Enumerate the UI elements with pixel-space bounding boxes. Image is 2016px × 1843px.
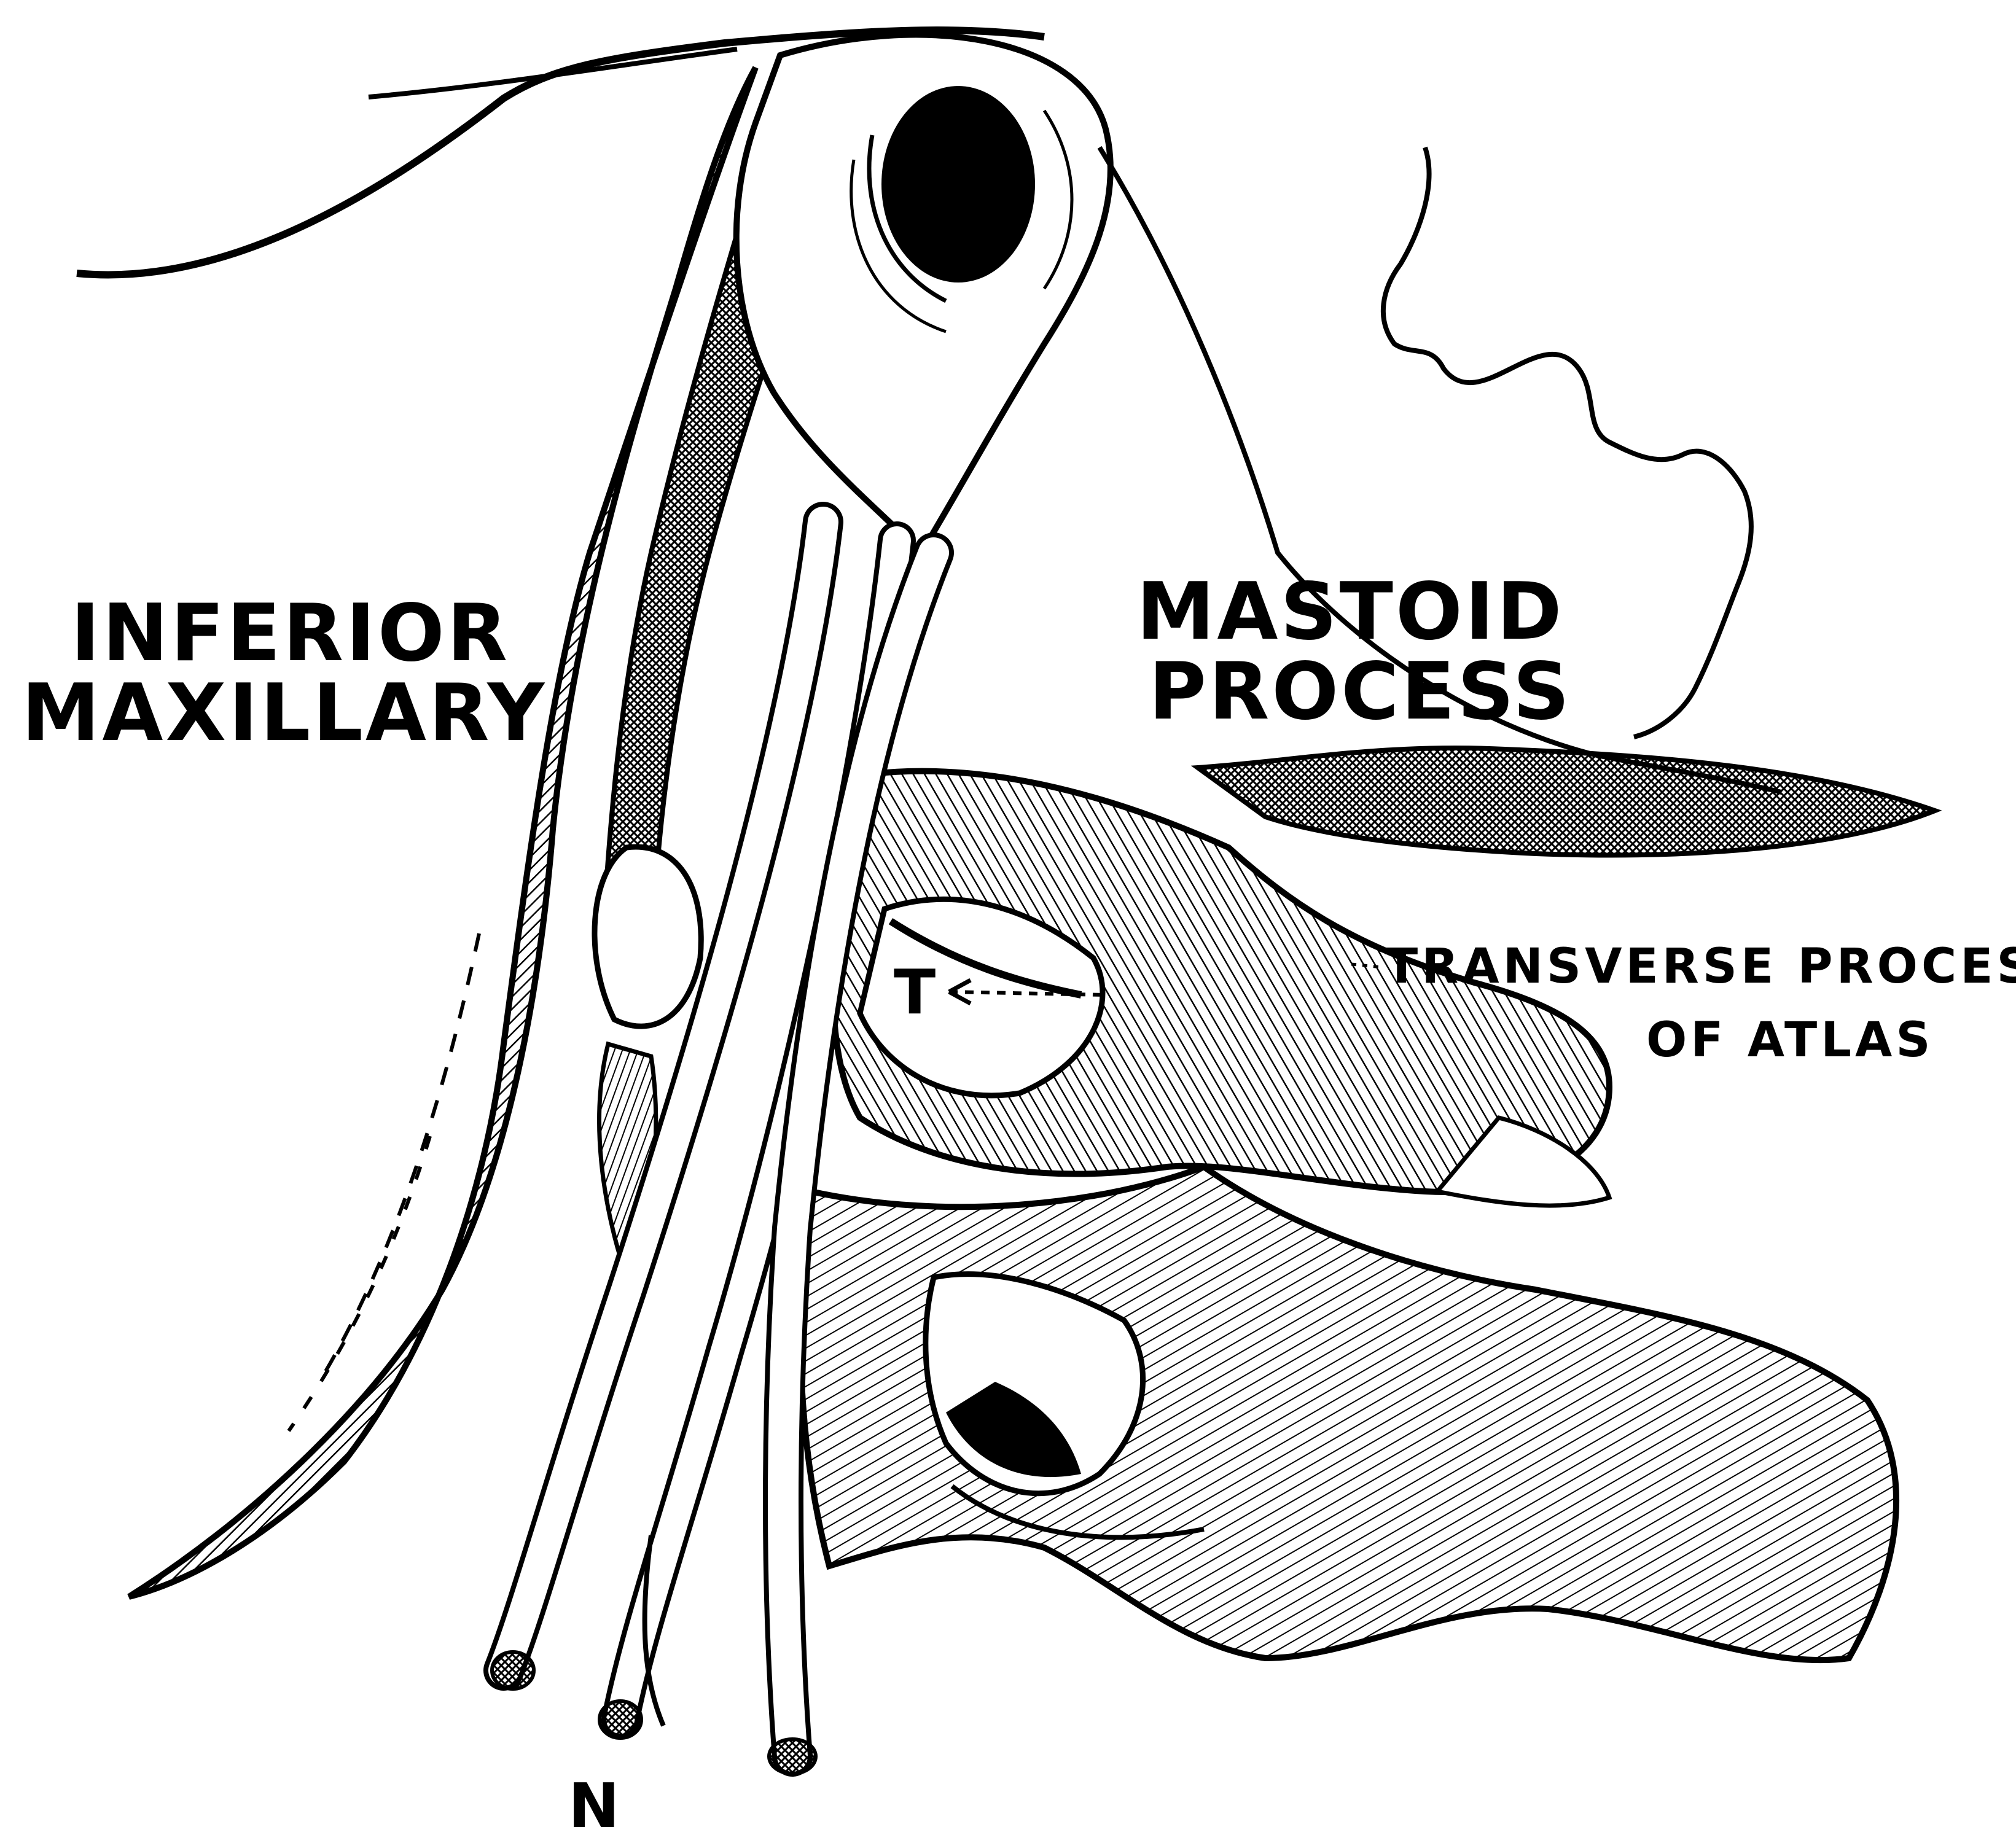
ear-canal <box>736 35 1111 553</box>
label-marker-t: T <box>894 956 936 1028</box>
label-mastoid-process-line2: PROCESS <box>1149 646 1572 738</box>
label-inferior-maxillary-line1: INFERIOR <box>71 588 510 679</box>
label-marker-n: N <box>568 1770 620 1842</box>
label-transverse-process-line1: TRANSVERSE PROCESS <box>1385 939 2016 994</box>
label-mastoid-process-line1: MASTOID <box>1136 566 1565 658</box>
axis-vertebra <box>800 1167 1896 1660</box>
mastoid-region <box>1100 147 1935 855</box>
label-transverse-process-line2: OF ATLAS <box>1646 1013 1934 1068</box>
label-inferior-maxillary-line2: MAXILLARY <box>21 668 547 759</box>
